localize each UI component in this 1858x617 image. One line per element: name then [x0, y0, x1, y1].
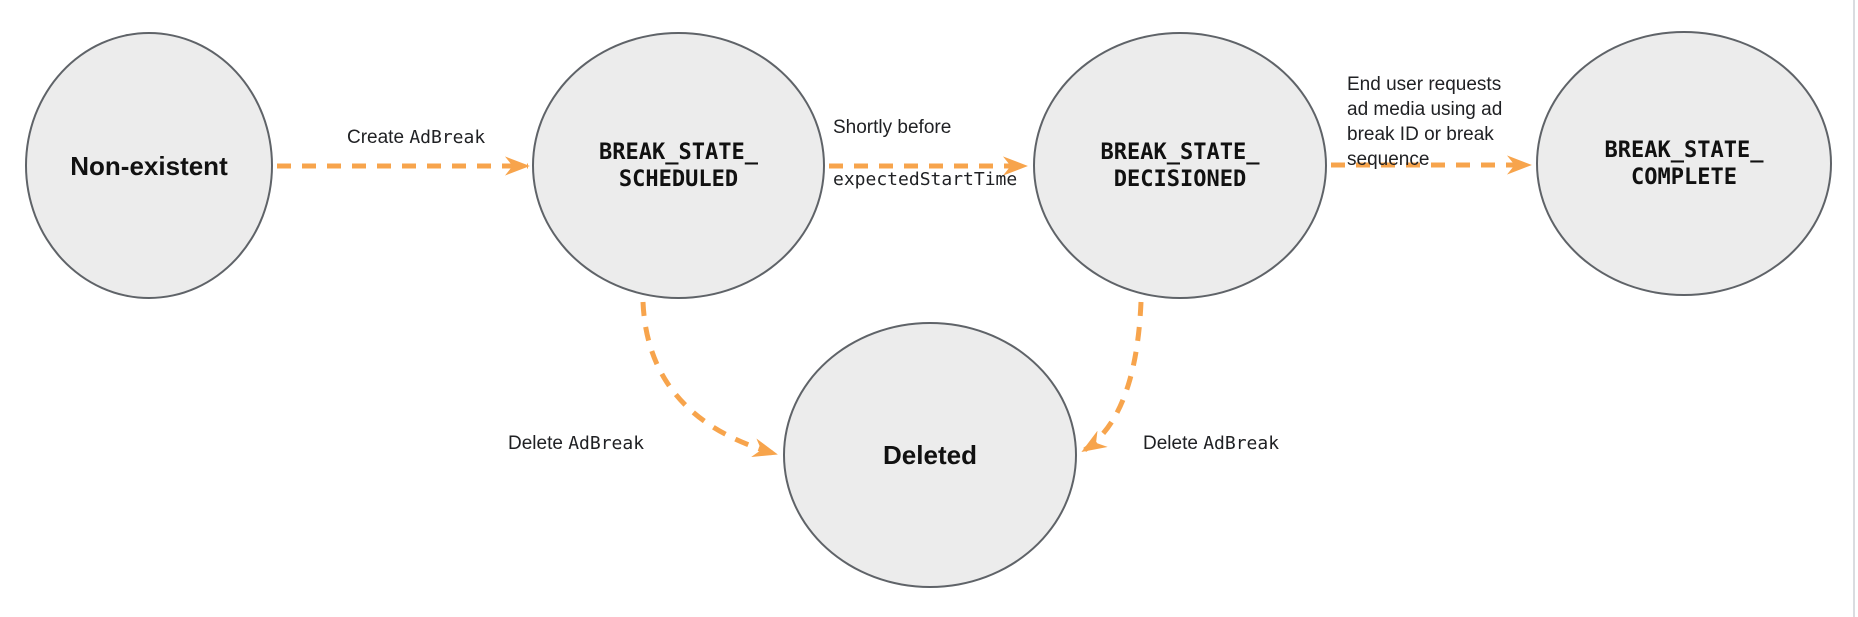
- transition-label-text: Delete: [1143, 433, 1204, 454]
- transition-label-end-user-requests: End user requests ad media using ad brea…: [1347, 47, 1502, 172]
- transition-arrow-delete-from-scheduled: [640, 301, 778, 457]
- state-label-break-state-decisioned: BREAK_STATE_ DECISIONED: [1100, 139, 1260, 192]
- state-node-deleted: Deleted: [783, 322, 1077, 588]
- transition-label-text: End user requests ad media using ad brea…: [1347, 74, 1503, 170]
- transition-label-code: AdBreak: [409, 127, 486, 148]
- transition-label-code: AdBreak: [568, 433, 645, 454]
- transition-label-code: AdBreak: [1203, 433, 1280, 454]
- transition-label-text: Create: [347, 127, 410, 148]
- transition-label-text: Shortly before: [833, 117, 952, 138]
- state-label-non-existent: Non-existent: [70, 150, 228, 181]
- transition-arrow-delete-from-decisioned: [1081, 301, 1144, 454]
- state-label-break-state-complete: BREAK_STATE_ COMPLETE: [1604, 137, 1764, 190]
- page-edge-line: [1853, 0, 1855, 617]
- transition-label-text: Delete: [508, 433, 569, 454]
- transition-label-delete-adbreak-left: Delete AdBreak: [508, 406, 644, 456]
- state-node-non-existent: Non-existent: [25, 32, 273, 299]
- state-label-deleted: Deleted: [883, 440, 977, 470]
- state-node-break-state-complete: BREAK_STATE_ COMPLETE: [1536, 31, 1832, 296]
- transition-label-shortly-before: Shortly before expectedStartTime: [833, 89, 1017, 193]
- transition-label-delete-adbreak-right: Delete AdBreak: [1143, 406, 1279, 456]
- transition-label-code: expectedStartTime: [833, 169, 1018, 190]
- state-node-break-state-decisioned: BREAK_STATE_ DECISIONED: [1033, 32, 1327, 299]
- state-label-break-state-scheduled: BREAK_STATE_ SCHEDULED: [599, 139, 758, 192]
- transition-label-create-adbreak: Create AdBreak: [347, 100, 485, 150]
- state-node-break-state-scheduled: BREAK_STATE_ SCHEDULED: [532, 32, 825, 299]
